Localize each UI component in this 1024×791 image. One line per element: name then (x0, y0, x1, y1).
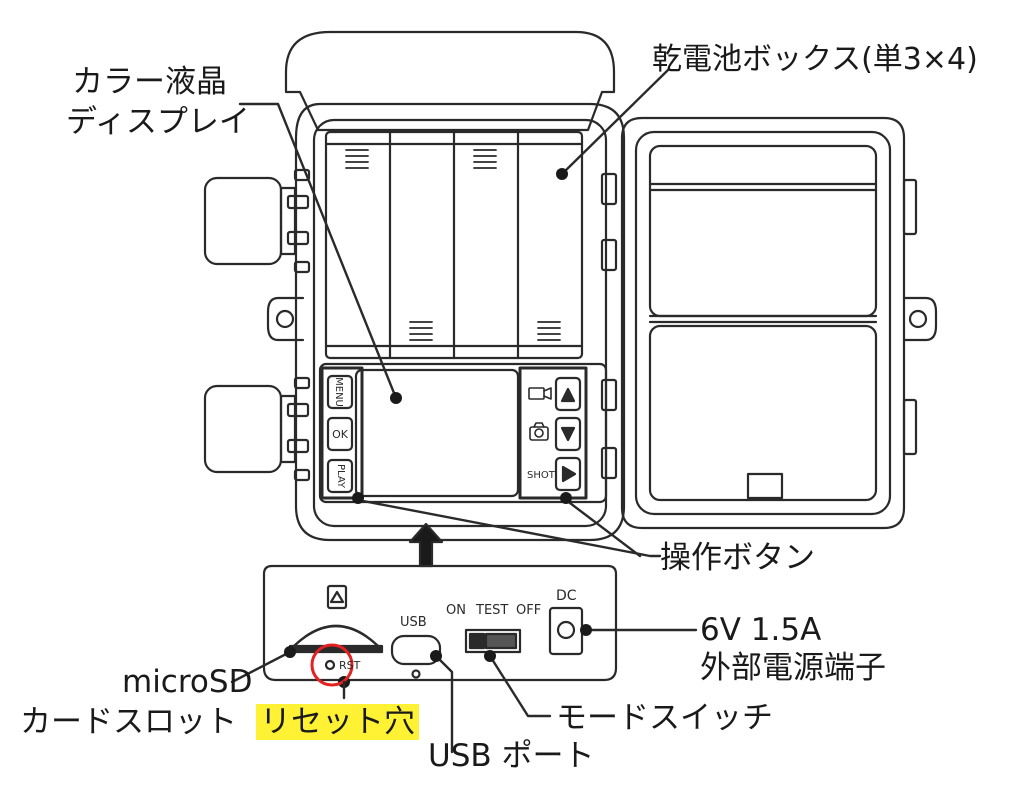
camera-body (294, 102, 626, 542)
lcd-label-line1: カラー液晶 (72, 64, 227, 100)
sun-visor (284, 30, 616, 132)
arrow-right-icon (561, 465, 577, 483)
dc-label: DC (556, 588, 577, 604)
control-panel (318, 362, 608, 504)
hinges (600, 172, 618, 480)
microsd-slot (292, 624, 380, 648)
test-label: TEST (475, 603, 508, 618)
camera-photo-icon (529, 422, 549, 441)
battery-box-label: 乾電池ボックス(単3×4) (652, 42, 978, 77)
mount-eye-left (266, 296, 305, 342)
power-label-line2: 外部電源端子 (700, 650, 886, 686)
strap-lower (203, 376, 311, 482)
reset-hole[interactable] (324, 659, 336, 671)
microsd-label-line2: カードスロット (20, 704, 237, 740)
camera-door (620, 116, 906, 530)
ok-button[interactable] (326, 416, 354, 452)
dc-jack (548, 606, 584, 656)
menu-button[interactable] (326, 374, 354, 410)
play-label: PLAY (335, 464, 346, 489)
battery-springs (345, 149, 561, 341)
on-label: ON (446, 603, 466, 618)
ok-label: OK (332, 428, 349, 441)
operation-buttons-label: 操作ボタン (660, 540, 815, 576)
card-eject-icon (326, 584, 348, 610)
callout-lines (230, 68, 698, 754)
usb-port-label: USB ポート (428, 738, 595, 774)
strap-upper (203, 168, 311, 274)
reset-hole-label: リセット穴 (256, 704, 419, 740)
right-button-group-frame (518, 366, 588, 500)
reset-highlight-circle (310, 643, 354, 687)
rst-label: RST (339, 659, 361, 672)
usb-c-port (390, 634, 442, 666)
mount-eye-right (902, 296, 938, 342)
left-button-group-frame (320, 366, 364, 500)
microsd-label-line1: microSD (122, 664, 253, 700)
down-button[interactable] (554, 416, 582, 452)
body-inner-rim (312, 118, 608, 528)
door-latch (746, 472, 784, 500)
camera-video-icon (528, 387, 552, 400)
lcd-screen (354, 368, 520, 498)
arrow-up-pointer-icon (408, 522, 444, 568)
shot-label: SHOT (527, 470, 556, 481)
door-panel-upper (648, 144, 878, 318)
menu-label: MENU (333, 377, 344, 407)
usb-label: USB (400, 615, 427, 630)
arrow-down-icon (560, 426, 576, 442)
off-label: OFF (516, 603, 541, 618)
up-button[interactable] (554, 376, 582, 412)
port-panel (262, 564, 618, 682)
power-label-line1: 6V 1.5A (700, 612, 822, 648)
arrow-up-icon (560, 387, 576, 403)
door-panel-lower (648, 324, 878, 502)
callout-dots (284, 168, 592, 688)
shot-button[interactable] (554, 456, 582, 492)
lcd-label-line2: ディスプレイ (66, 104, 250, 140)
mode-switch-label: モードスイッチ (556, 700, 773, 736)
play-button[interactable] (326, 458, 354, 494)
